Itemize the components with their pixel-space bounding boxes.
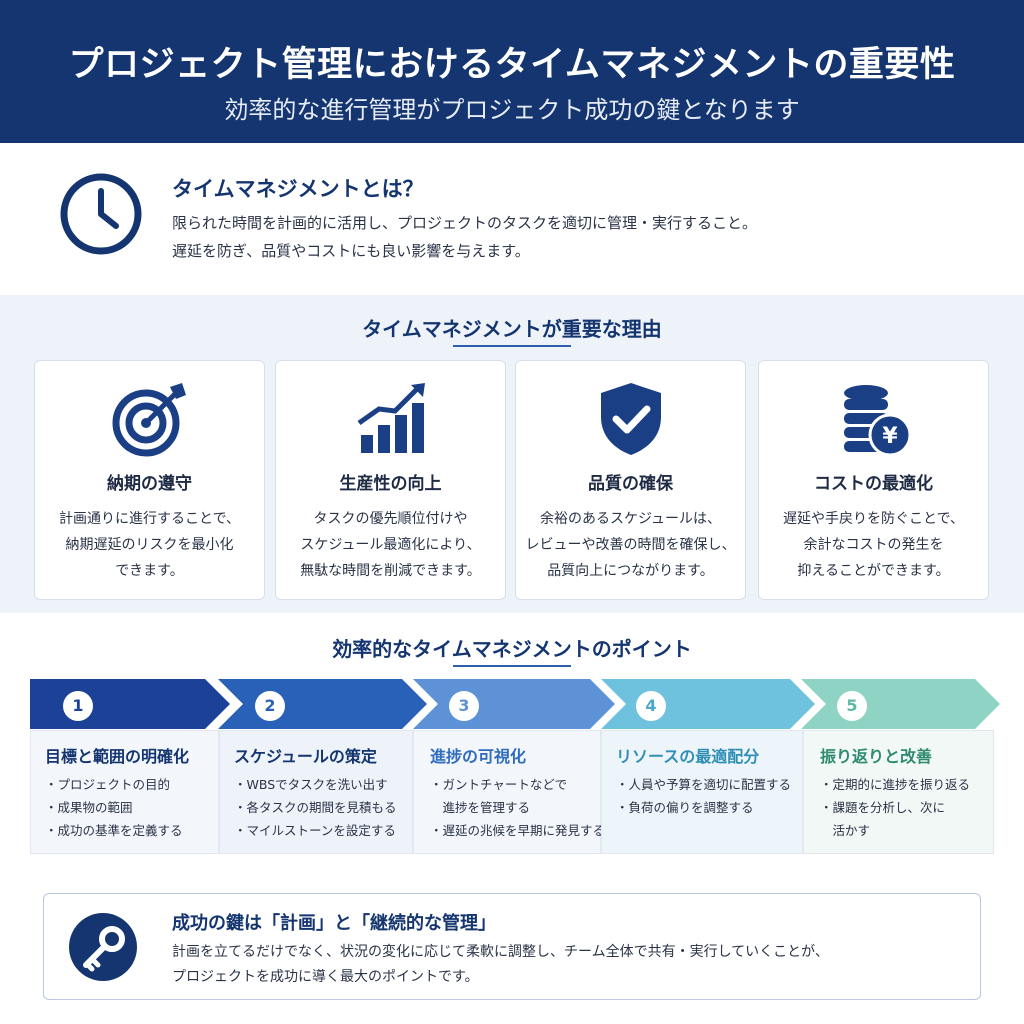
card-line: スケジュール最適化により、 <box>300 537 481 553</box>
shield-check-icon <box>600 383 661 455</box>
page-title: プロジェクト管理におけるタイムマネジメントの重要性 <box>68 45 956 85</box>
points-section: 効率的なタイムマネジメントのポイント 1 2 3 4 5 目標と範囲の明確化 ・… <box>0 613 1024 873</box>
page-subtitle: 効率的な進行管理がプロジェクト成功の鍵となります <box>224 96 800 124</box>
step-item: ・プロジェクトの目的 <box>45 777 171 792</box>
step-item: ・ガントチャートなどで <box>430 777 568 792</box>
step-number: 3 <box>449 691 479 721</box>
card-line: タスクの優先順位付けや <box>313 511 468 527</box>
card-title: コストの最適化 <box>814 474 933 494</box>
step-item: ・定期的に進捗を振り返る <box>820 777 971 792</box>
reason-card: 品質の確保 余裕のあるスケジュールは、 レビューや改善の時間を確保し、 品質向上… <box>515 360 746 600</box>
card-text: 遅延や手戻りを防ぐことで、 余計なコストの発生を 抑えることができます。 <box>767 506 980 584</box>
card-line: 計画通りに進行することで、 <box>58 511 241 527</box>
reason-card: 納期の遵守 計画通りに進行することで、 納期遅延のリスクを最小化 できます。 <box>34 360 265 600</box>
step-item: ・マイルストーンを設定する <box>234 823 396 838</box>
step-item: ・WBSでタスクを洗い出す <box>234 777 388 792</box>
card-line: 納期遅延のリスクを最小化 <box>65 537 234 553</box>
step-item: ・遅延の兆候を早期に発見する <box>430 823 606 838</box>
step-number: 2 <box>255 691 285 721</box>
step-item: ・各タスクの期間を見積もる <box>234 800 397 815</box>
clock-icon <box>60 173 142 255</box>
card-line: 遅延や手戻りを防ぐことで、 <box>782 511 965 527</box>
step-title: スケジュールの策定 <box>234 747 377 766</box>
step-item: ・課題を分析し、次に <box>820 800 946 815</box>
step-item: ・負荷の偏りを調整する <box>616 800 754 815</box>
step-number: 5 <box>837 691 867 721</box>
step-title: 目標と範囲の明確化 <box>45 747 190 766</box>
step-list: ・ガントチャートなどで 進捗を管理する ・遅延の兆候を早期に発見する <box>430 773 605 842</box>
key-line: 計画を立てるだけでなく、状況の変化に応じて柔軟に調整し、チーム全体で共有・実行し… <box>172 944 829 960</box>
step-card: 目標と範囲の明確化 ・プロジェクトの目的 ・成果物の範囲 ・成功の基準を定義する <box>30 730 219 854</box>
card-title: 納期の遵守 <box>107 474 192 494</box>
key-title: 成功の鍵は「計画」と「継続的な管理」 <box>172 913 496 934</box>
reason-card: 生産性の向上 タスクの優先順位付けや スケジュール最適化により、 無駄な時間を削… <box>275 360 506 600</box>
step-number: 4 <box>636 691 666 721</box>
card-line: レビューや改善の時間を確保し、 <box>525 537 736 553</box>
card-text: 余裕のあるスケジュールは、 レビューや改善の時間を確保し、 品質向上につながりま… <box>524 506 737 584</box>
card-text: タスクの優先順位付けや スケジュール最適化により、 無駄な時間を削減できます。 <box>284 506 497 584</box>
step-card: 振り返りと改善 ・定期的に進捗を振り返る ・課題を分析し、次に 活かす <box>803 730 994 854</box>
reason-card: ¥ コストの最適化 遅延や手戻りを防ぐことで、 余計なコストの発生を 抑えること… <box>758 360 989 600</box>
intro-heading: タイムマネジメントとは？ <box>172 177 424 201</box>
title-underline <box>453 345 571 347</box>
step-list: ・WBSでタスクを洗い出す ・各タスクの期間を見積もる ・マイルストーンを設定す… <box>234 773 397 842</box>
intro-section: タイムマネジメントとは？ 限られた時間を計画的に活用し、プロジェクトのタスクを適… <box>0 143 1024 295</box>
intro-line: 限られた時間を計画的に活用し、プロジェクトのタスクを適切に管理・実行すること。 <box>172 214 758 232</box>
step-title: 進捗の可視化 <box>430 747 527 766</box>
card-line: 品質向上につながります。 <box>547 563 714 579</box>
step-arrow <box>601 679 815 729</box>
intro-line: 遅延を防ぎ、品質やコストにも良い影響を与えます。 <box>172 242 530 260</box>
step-item: 活かす <box>820 823 871 838</box>
process-arrows <box>30 679 1000 729</box>
key-line: プロジェクトを成功に導く最大のポイントです。 <box>172 969 479 985</box>
reasons-title: タイムマネジメントが重要な理由 <box>362 317 662 341</box>
key-icon <box>69 913 137 981</box>
step-item: 進捗を管理する <box>430 800 531 815</box>
card-line: 無駄な時間を削減できます。 <box>300 563 481 579</box>
step-arrow <box>218 679 427 729</box>
step-item: ・成果物の範囲 <box>45 800 133 815</box>
card-text: 計画通りに進行することで、 納期遅延のリスクを最小化 できます。 <box>43 506 256 584</box>
card-line: 余計なコストの発生を <box>803 537 944 553</box>
key-text: 計画を立てるだけでなく、状況の変化に応じて柔軟に調整し、チーム全体で共有・実行し… <box>172 940 829 990</box>
step-list: ・プロジェクトの目的 ・成果物の範囲 ・成功の基準を定義する <box>45 773 183 842</box>
step-arrow <box>30 679 230 729</box>
header-banner: プロジェクト管理におけるタイムマネジメントの重要性 効率的な進行管理がプロジェク… <box>0 0 1024 143</box>
step-card: スケジュールの策定 ・WBSでタスクを洗い出す ・各タスクの期間を見積もる ・マ… <box>219 730 413 854</box>
card-line: 余裕のあるスケジュールは、 <box>539 511 722 527</box>
points-title: 効率的なタイムマネジメントのポイント <box>332 637 692 661</box>
step-item: ・人員や予算を適切に配置する <box>616 777 792 792</box>
step-list: ・人員や予算を適切に配置する ・負荷の偏りを調整する <box>616 773 791 819</box>
title-underline <box>453 665 571 667</box>
bar-chart-icon <box>357 383 425 453</box>
coins-yen-icon: ¥ <box>843 385 911 457</box>
intro-text: 限られた時間を計画的に活用し、プロジェクトのタスクを適切に管理・実行すること。 … <box>172 209 757 265</box>
step-card: リソースの最適配分 ・人員や予算を適切に配置する ・負荷の偏りを調整する <box>601 730 803 854</box>
step-number: 1 <box>63 691 93 721</box>
step-arrow <box>801 679 1000 729</box>
step-arrow <box>413 679 615 729</box>
target-icon <box>112 383 186 457</box>
success-key-box: 成功の鍵は「計画」と「継続的な管理」 計画を立てるだけでなく、状況の変化に応じて… <box>43 893 981 1000</box>
step-title: リソースの最適配分 <box>616 747 760 766</box>
step-list: ・定期的に進捗を振り返る ・課題を分析し、次に 活かす <box>820 773 970 842</box>
card-title: 生産性の向上 <box>339 474 442 494</box>
card-title: 品質の確保 <box>588 474 673 494</box>
card-line: 抑えることができます。 <box>797 563 950 579</box>
card-line: できます。 <box>115 563 184 579</box>
reasons-section: タイムマネジメントが重要な理由 納期の遵守 計画通りに進行することで、 納期遅延… <box>0 295 1024 613</box>
step-card: 進捗の可視化 ・ガントチャートなどで 進捗を管理する ・遅延の兆候を早期に発見す… <box>413 730 605 854</box>
svg-text:¥: ¥ <box>882 424 898 449</box>
step-title: 振り返りと改善 <box>820 747 933 766</box>
step-item: ・成功の基準を定義する <box>45 823 183 838</box>
